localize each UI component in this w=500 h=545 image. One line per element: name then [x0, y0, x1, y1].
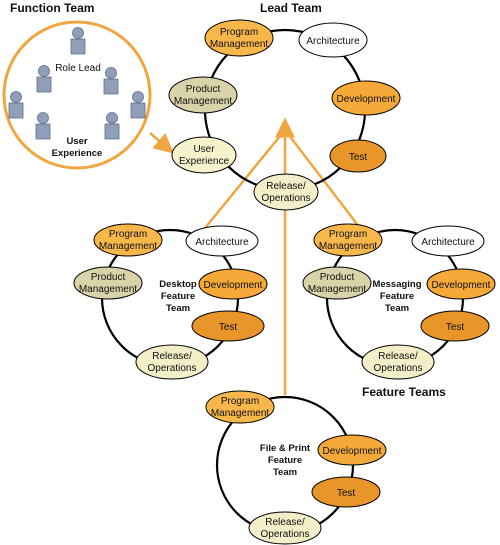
person-icon [104, 112, 120, 140]
person-icon [35, 112, 51, 140]
svg-text:Operations: Operations [148, 363, 197, 374]
fileprint-team-group: Program Management File & Print Feature … [205, 390, 387, 545]
svg-text:File & Print: File & Print [260, 443, 311, 454]
lead-user-experience: User Experience [171, 136, 237, 174]
svg-text:Feature: Feature [380, 291, 414, 302]
svg-text:Experience: Experience [179, 156, 229, 167]
desktop-product-management: Product Management [73, 266, 143, 300]
desktop-test: Test [191, 310, 265, 342]
desktop-team-name: Desktop Feature Team [159, 279, 197, 314]
messaging-release-operations: Release/ Operations [361, 344, 435, 380]
svg-text:Operations: Operations [374, 363, 423, 374]
svg-text:Test: Test [446, 322, 465, 333]
user-experience-label-line2: Experience [52, 148, 103, 159]
person-icon [130, 91, 146, 119]
user-experience-label-line1: User [66, 136, 87, 147]
svg-text:User: User [193, 144, 215, 155]
desktop-team-group: Program Management Architecture Product … [73, 223, 268, 380]
messaging-development: Development [426, 268, 496, 300]
lead-program-management: Program Management [204, 19, 274, 57]
svg-text:Development: Development [323, 446, 382, 457]
role-lead-label: Role Lead [55, 63, 101, 74]
messaging-program-management: Program Management [313, 223, 383, 257]
svg-text:Development: Development [337, 94, 396, 105]
person-icon [70, 27, 86, 55]
lead-team-group: Program Management Architecture Product … [168, 19, 401, 211]
lead-team-heading: Lead Team [260, 1, 322, 15]
lead-product-management: Product Management [168, 76, 238, 114]
messaging-team-group: Program Management Architecture Product … [302, 223, 496, 380]
fileprint-development: Development [317, 434, 387, 466]
person-icon [36, 65, 52, 93]
svg-text:Desktop: Desktop [159, 279, 197, 290]
svg-text:Team: Team [166, 303, 190, 314]
function-to-ux-arrow [149, 132, 174, 154]
svg-text:Program: Program [221, 396, 259, 407]
svg-text:Release/: Release/ [152, 351, 192, 362]
messaging-product-management: Product Management [302, 266, 372, 300]
svg-text:Product: Product [186, 84, 221, 95]
desktop-program-management: Program Management [93, 223, 163, 257]
svg-text:Test: Test [337, 488, 356, 499]
desktop-development: Development [198, 268, 268, 300]
lead-release-operations: Release/ Operations [253, 173, 319, 211]
svg-text:Program: Program [220, 27, 258, 38]
person-icon [103, 67, 119, 95]
svg-text:Team: Team [385, 303, 409, 314]
svg-text:Architecture: Architecture [421, 237, 475, 248]
svg-text:Management: Management [79, 284, 138, 295]
svg-text:Management: Management [99, 241, 158, 252]
feature-teams-heading: Feature Teams [362, 385, 446, 399]
lead-architecture: Architecture [298, 22, 368, 58]
svg-text:Product: Product [320, 272, 355, 283]
svg-text:Architecture: Architecture [306, 36, 360, 47]
fileprint-test: Test [311, 476, 381, 508]
messaging-architecture: Architecture [411, 225, 485, 257]
lead-development: Development [331, 80, 401, 116]
svg-text:Management: Management [210, 39, 269, 50]
svg-text:Team: Team [273, 467, 297, 478]
svg-text:Management: Management [308, 284, 367, 295]
svg-text:Development: Development [204, 280, 263, 291]
svg-text:Operations: Operations [262, 193, 311, 204]
svg-text:Program: Program [329, 229, 367, 240]
desktop-architecture: Architecture [185, 225, 259, 257]
fileprint-release-operations: Release/ Operations [248, 511, 322, 545]
svg-text:Release/: Release/ [266, 181, 306, 192]
desktop-release-operations: Release/ Operations [135, 344, 209, 380]
fileprint-team-name: File & Print Feature Team [260, 443, 311, 478]
function-team-heading: Function Team [10, 1, 94, 15]
right-diagonal-arrow [284, 129, 361, 229]
svg-text:Feature: Feature [161, 291, 195, 302]
svg-text:Development: Development [432, 280, 491, 291]
messaging-test: Test [420, 310, 490, 342]
svg-text:Messaging: Messaging [372, 279, 421, 290]
svg-text:Architecture: Architecture [195, 237, 249, 248]
svg-text:Feature: Feature [268, 455, 302, 466]
function-team-circle [2, 20, 152, 170]
svg-text:Management: Management [211, 408, 270, 419]
svg-text:Test: Test [349, 152, 368, 163]
svg-text:Management: Management [174, 96, 233, 107]
svg-text:Program: Program [109, 229, 147, 240]
lead-test: Test [329, 139, 387, 173]
svg-text:Release/: Release/ [378, 351, 418, 362]
svg-text:Release/: Release/ [265, 517, 305, 528]
messaging-team-name: Messaging Feature Team [372, 279, 421, 314]
person-icon [8, 91, 24, 119]
svg-text:Product: Product [91, 272, 126, 283]
fileprint-program-management: Program Management [205, 390, 275, 424]
function-team-group: Role Lead User Experience [2, 20, 152, 170]
svg-text:Test: Test [219, 322, 238, 333]
svg-text:Operations: Operations [261, 529, 310, 540]
svg-text:Management: Management [319, 241, 378, 252]
